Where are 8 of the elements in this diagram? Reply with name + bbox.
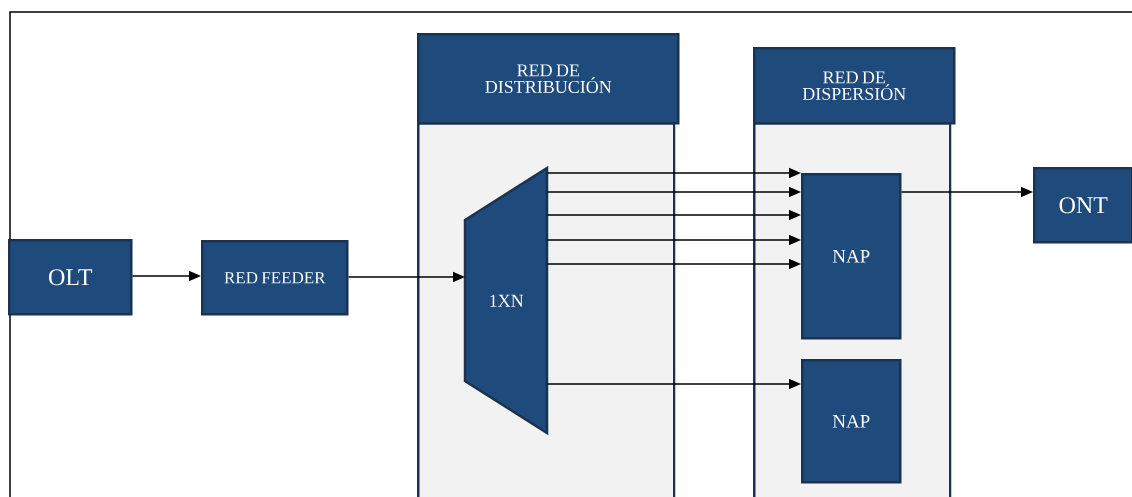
process-box: ONT [1033, 167, 1132, 244]
node-label: RED DE DISTRIBUCIÓN [485, 64, 612, 93]
splitter-trapezoid: 1XN [463, 165, 549, 436]
process-box: NAP [801, 359, 902, 484]
process-box: OLT [8, 239, 133, 316]
process-box: RED FEEDER [201, 240, 349, 316]
process-box: NAP [801, 173, 902, 340]
node-label: RED DE DISPERSIÓN [802, 71, 906, 100]
